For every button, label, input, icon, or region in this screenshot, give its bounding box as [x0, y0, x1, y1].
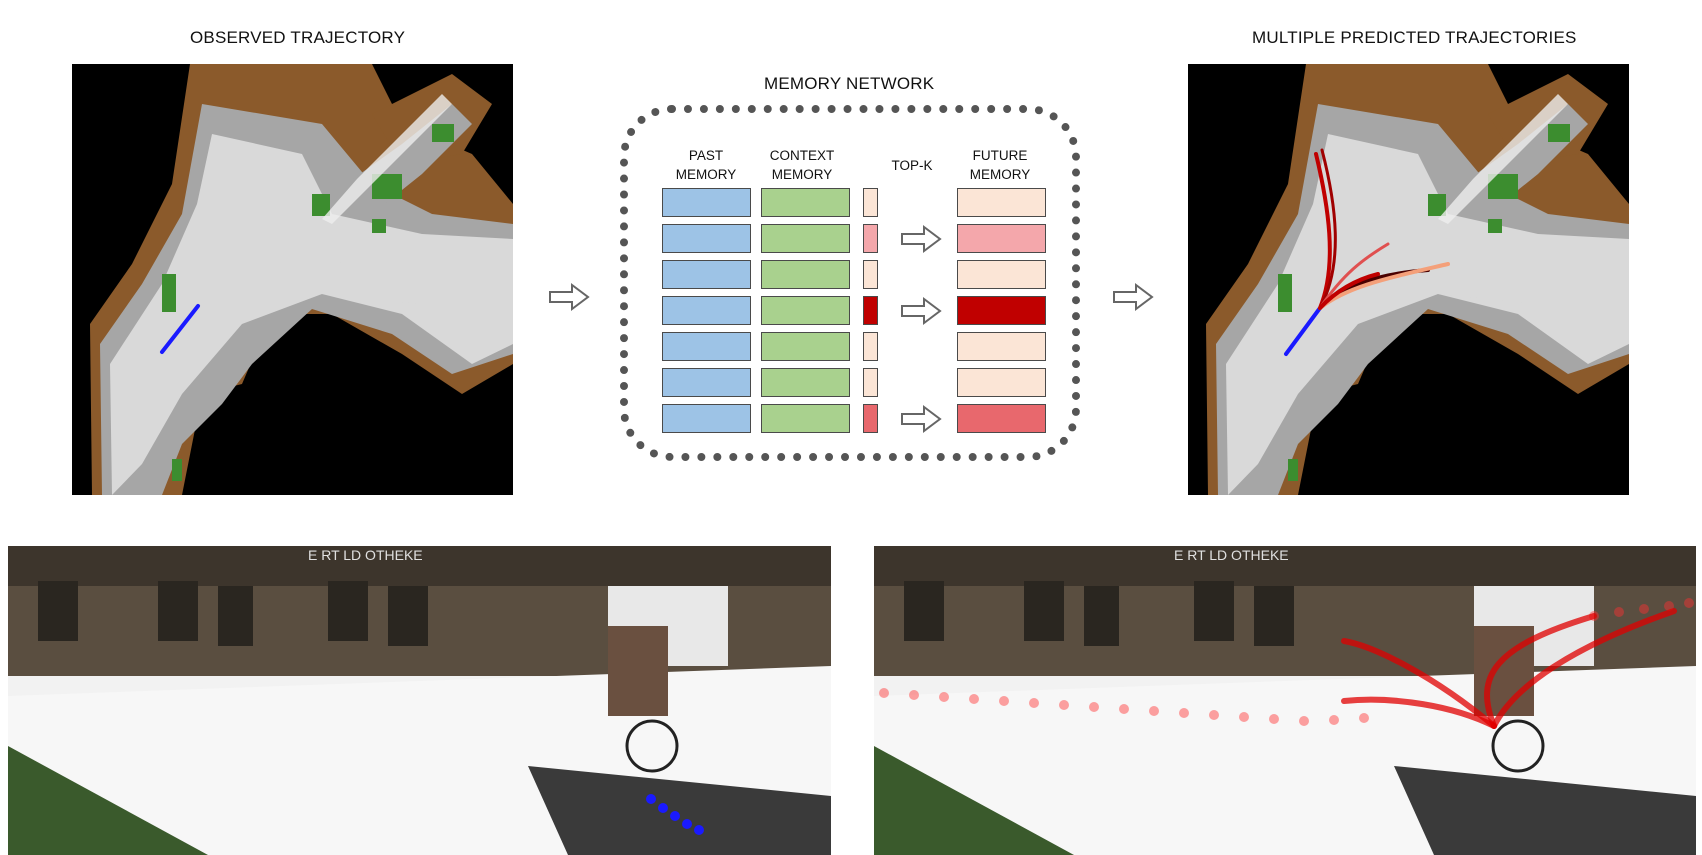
top-k-score-cell — [863, 296, 878, 325]
observed-trajectory-line — [1284, 306, 1322, 356]
memory-network-caption: MEMORY NETWORK — [764, 74, 935, 93]
context-memory-cell — [761, 224, 850, 253]
cyclist-figure — [608, 626, 668, 716]
top-k-score-cell — [863, 368, 878, 397]
top-k-score-cell — [863, 188, 878, 217]
past-memory-cell — [662, 296, 751, 325]
past-memory-title: PAST MEMORY — [675, 148, 737, 182]
future-memory-cell — [957, 296, 1046, 325]
observed-map-panel — [72, 64, 513, 495]
context-memory-cell — [761, 332, 850, 361]
context-memory-cell — [761, 188, 850, 217]
building-sign-text: E RT LD OTHEKE — [308, 547, 423, 563]
selection-arrow-icon — [901, 297, 942, 325]
observed-map-image — [72, 64, 513, 495]
future-memory-title: FUTURE MEMORY — [969, 148, 1031, 182]
future-memory-cell — [957, 404, 1046, 433]
past-memory-cell — [662, 188, 751, 217]
memory-network-frame — [620, 105, 1080, 461]
future-memory-cell — [957, 332, 1046, 361]
predicted-trajectory-curves — [1341, 608, 1677, 729]
top-k-score-cell — [863, 260, 878, 289]
future-memory-cell — [957, 368, 1046, 397]
predicted-map-panel — [1188, 64, 1629, 495]
observed-trajectory-dots — [646, 794, 704, 835]
future-memory-cell — [957, 188, 1046, 217]
context-memory-cell — [761, 296, 850, 325]
predicted-street-photo: E RT LD OTHEKE — [874, 546, 1696, 855]
predicted-trajectory-bundle — [1314, 148, 1450, 310]
top-k-score-cell — [863, 404, 878, 433]
right-flow-arrow-icon — [1113, 283, 1154, 311]
past-memory-cell — [662, 368, 751, 397]
predicted-trajectories-caption: MULTIPLE PREDICTED TRAJECTORIES — [1252, 28, 1577, 47]
left-flow-arrow-icon — [549, 283, 590, 311]
past-memory-cell — [662, 260, 751, 289]
selection-arrow-icon — [901, 225, 942, 253]
context-memory-cell — [761, 368, 850, 397]
cyclist-figure — [1474, 626, 1534, 716]
predicted-trajectory-dots — [879, 598, 1694, 726]
predicted-map-image — [1188, 64, 1629, 495]
observed-trajectory-caption: OBSERVED TRAJECTORY — [190, 28, 406, 47]
context-memory-cell — [761, 404, 850, 433]
context-memory-title: CONTEXT MEMORY — [769, 148, 835, 182]
building-sign-text: E RT LD OTHEKE — [1174, 547, 1289, 563]
top-k-title: TOP-K — [891, 158, 933, 173]
observed-street-photo: E RT LD OTHEKE — [8, 546, 831, 855]
top-k-score-cell — [863, 224, 878, 253]
past-memory-cell — [662, 404, 751, 433]
future-memory-cell — [957, 260, 1046, 289]
past-memory-cell — [662, 332, 751, 361]
selection-arrow-icon — [901, 405, 942, 433]
observed-trajectory-line — [160, 304, 200, 354]
past-memory-cell — [662, 224, 751, 253]
future-memory-cell — [957, 224, 1046, 253]
context-memory-cell — [761, 260, 850, 289]
top-k-score-cell — [863, 332, 878, 361]
